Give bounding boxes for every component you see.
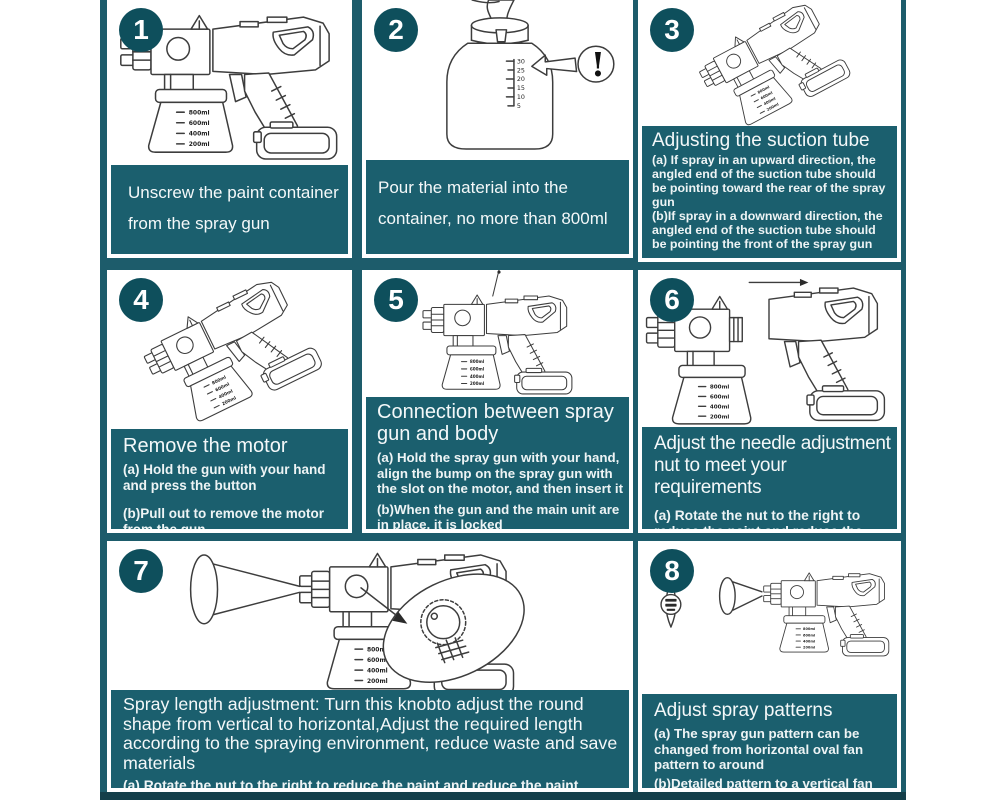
panel-8-illustration bbox=[638, 541, 901, 792]
step-number-badge: 3 bbox=[650, 8, 694, 52]
caption-item-a: (a) Rotate the nut to the right to reduc… bbox=[654, 508, 863, 529]
step-number: 3 bbox=[664, 14, 680, 45]
step-number-badge: 6 bbox=[650, 278, 694, 322]
caption-title: Spray length adjustment: Turn this knobt… bbox=[123, 694, 618, 773]
step-number-badge: 5 bbox=[374, 278, 418, 322]
panel-7-caption: Spray length adjustment: Turn this knobt… bbox=[111, 690, 629, 788]
pointer-arrow bbox=[360, 587, 408, 624]
panel-4: 4 Remove the motor (a) Hold the gun with… bbox=[107, 270, 352, 533]
step-number: 5 bbox=[388, 284, 404, 315]
caption-title: Adjusting the suction tube bbox=[652, 130, 870, 151]
caption-item-a: (a) Rotate the nut to the right to reduc… bbox=[123, 778, 579, 788]
separated-gun-illustration bbox=[645, 278, 886, 425]
exclamation-icon: ! bbox=[591, 45, 605, 84]
small-cone bbox=[718, 576, 763, 616]
paint-jar bbox=[446, 42, 554, 150]
caption-title: Remove the motor bbox=[123, 435, 288, 457]
spray-length-illustration bbox=[189, 543, 525, 691]
step-number-badge: 1 bbox=[119, 8, 163, 52]
caption-item-a: (a) If spray in an upward direction, the… bbox=[652, 153, 886, 209]
panel-3: 3 Adjusting the suction tube (a) If spra… bbox=[638, 0, 901, 262]
jar-scale-5: 5 bbox=[517, 103, 521, 110]
caption-item-b: (b)If spray in a downward direction, the… bbox=[652, 209, 883, 251]
panel-3-caption: Adjusting the suction tube (a) If spray … bbox=[642, 126, 897, 258]
caption-item-b: (b)Detailed pattern to a vertical fan pa… bbox=[654, 775, 873, 789]
arrow-to-scale bbox=[531, 54, 578, 77]
jar-scale-30: 30 bbox=[517, 58, 525, 65]
caption-item-b: (b)When the gun and the main unit are in… bbox=[377, 501, 620, 530]
pour-source-edge bbox=[471, 0, 500, 4]
jar-scale: 30 25 20 15 10 5 bbox=[505, 58, 525, 110]
panel-1: 1 Unscrew the paint container from the s… bbox=[107, 0, 352, 258]
jar-scale-20: 20 bbox=[517, 76, 525, 83]
direction-arrow bbox=[748, 278, 809, 286]
warning-mark: ! bbox=[577, 45, 615, 84]
caption-line: from the spray gun bbox=[128, 214, 270, 233]
step-number: 6 bbox=[664, 284, 680, 315]
spray-gun-with-pointer-illustration bbox=[376, 270, 622, 396]
step-number: 8 bbox=[664, 555, 680, 586]
caption-item-b: (b)Pull out to remove the motor from the… bbox=[123, 506, 324, 529]
panel-6-illustration bbox=[638, 270, 901, 533]
caption-item-a: (a) Hold the spray gun with your hand, a… bbox=[377, 450, 623, 496]
step-number-badge: 7 bbox=[119, 549, 163, 593]
step-number-badge: 2 bbox=[374, 8, 418, 52]
panel-2: 30 25 20 15 10 5 bbox=[362, 0, 633, 258]
caption-line: container, no more than 800ml bbox=[378, 209, 608, 228]
panel-8-caption: Adjust spray patterns (a) The spray gun … bbox=[642, 694, 897, 788]
bottom-strip bbox=[100, 792, 906, 800]
panel-7-illustration bbox=[107, 541, 633, 792]
caption-line: Unscrew the paint container bbox=[128, 183, 339, 202]
pour-stream-lower bbox=[495, 29, 508, 43]
paint-container-illustration: 30 25 20 15 10 5 bbox=[446, 0, 615, 150]
panel-2-caption: Pour the material into the container, no… bbox=[366, 160, 629, 254]
panel-8: 8 Adjust spray patterns (a) The spray gu… bbox=[638, 541, 901, 792]
hatch-detail bbox=[435, 637, 470, 664]
jar-scale-10: 10 bbox=[517, 94, 525, 101]
leader-line bbox=[492, 270, 500, 297]
step-number-badge: 8 bbox=[650, 549, 694, 593]
panel-7: 7 Spray length adjustment: Turn this kno… bbox=[107, 541, 633, 792]
step-number: 4 bbox=[133, 284, 149, 315]
knob-magnifier bbox=[382, 573, 525, 684]
spray-patterns-illustration bbox=[660, 549, 896, 691]
step-number: 1 bbox=[133, 14, 149, 45]
panel-4-caption: Remove the motor (a) Hold the gun with y… bbox=[111, 429, 348, 529]
step-number: 7 bbox=[133, 555, 149, 586]
panel-5-illustration bbox=[362, 270, 633, 533]
caption-item-a: (a) The spray gun pattern can be changed… bbox=[654, 726, 864, 772]
teal-board: 1 Unscrew the paint container from the s… bbox=[100, 0, 906, 800]
caption-line: Pour the material into the bbox=[378, 178, 568, 197]
panel-2-illustration: 30 25 20 15 10 5 bbox=[362, 0, 633, 258]
step-number-badge: 4 bbox=[119, 278, 163, 322]
step-number: 2 bbox=[388, 14, 404, 45]
caption-item-a: (a) Hold the gun with your hand and pres… bbox=[123, 462, 326, 493]
jar-scale-25: 25 bbox=[517, 67, 525, 74]
caption-title: Adjust spray patterns bbox=[654, 700, 833, 721]
jar-scale-15: 15 bbox=[517, 85, 525, 92]
panel-1-caption: Unscrew the paint container from the spr… bbox=[111, 165, 348, 254]
